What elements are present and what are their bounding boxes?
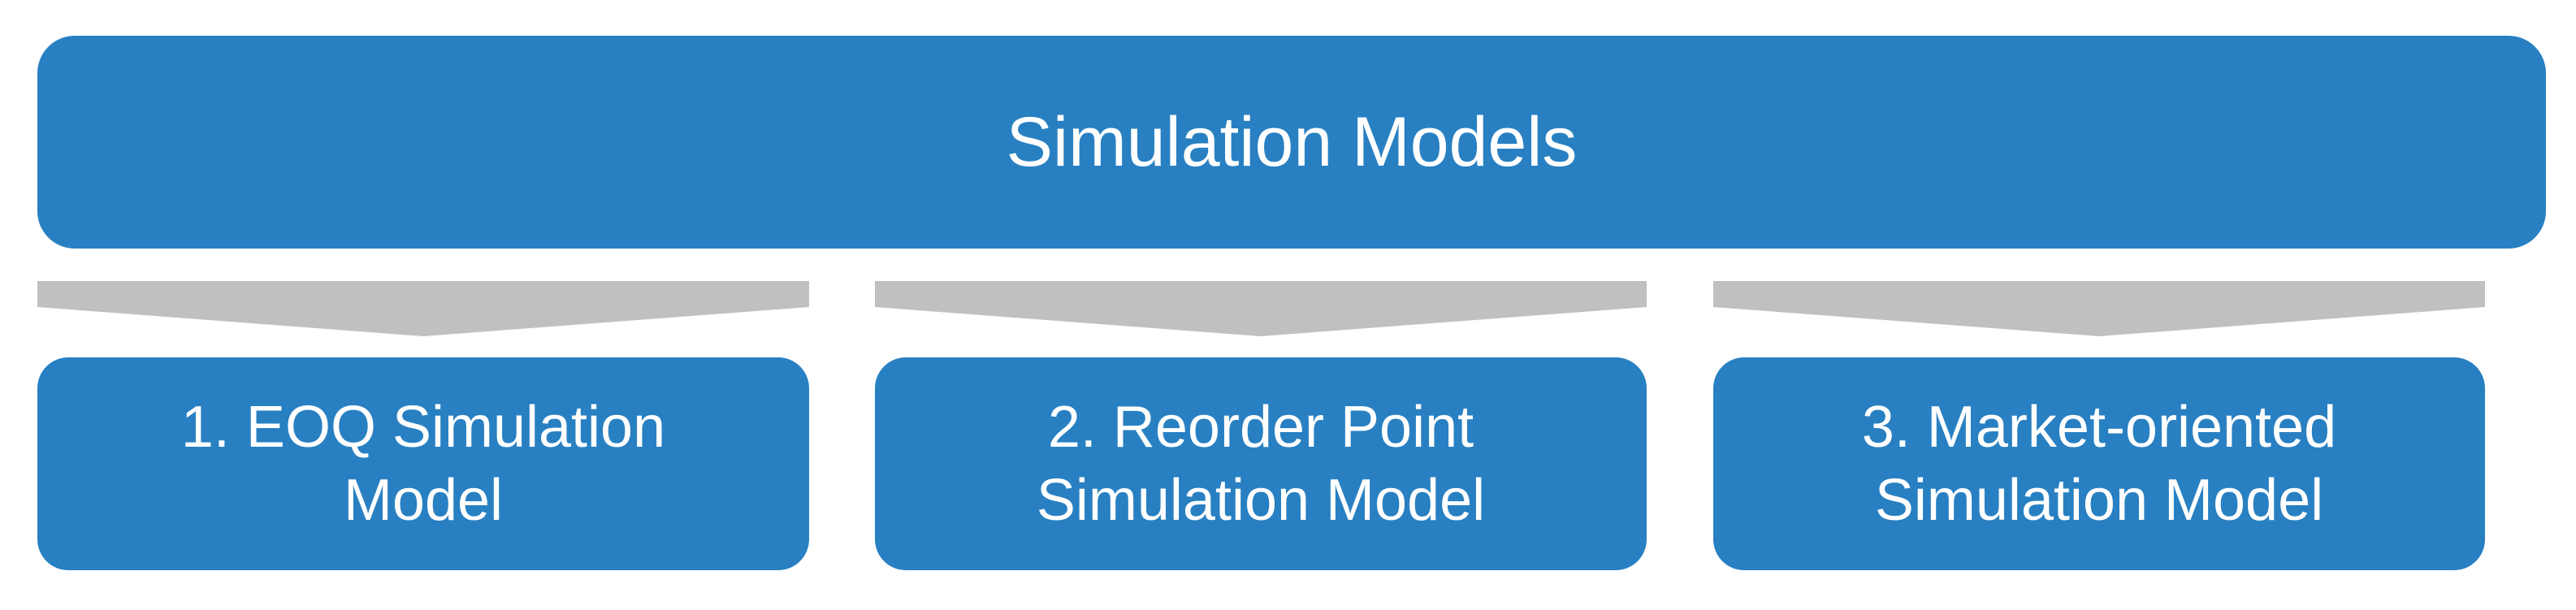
down-chevron-connector-1 <box>37 281 809 336</box>
down-chevron-connector-3 <box>1713 281 2485 336</box>
reorder-label-line-1: 2. Reorder Point <box>1047 395 1474 460</box>
market-oriented-simulation-model-box: 3. Market-oriented Simulation Model <box>1713 357 2485 570</box>
reorder-point-simulation-model-label: 2. Reorder Point Simulation Model <box>1037 391 1485 537</box>
eoq-simulation-model-label: 1. EOQ Simulation Model <box>181 391 665 537</box>
eoq-label-line-2: Model <box>343 468 504 533</box>
market-label-line-2: Simulation Model <box>1874 468 2324 533</box>
eoq-simulation-model-box: 1. EOQ Simulation Model <box>37 357 809 570</box>
reorder-label-line-2: Simulation Model <box>1036 468 1486 533</box>
down-chevron-connector-2 <box>875 281 1647 336</box>
connector-arrow-2 <box>875 281 1647 338</box>
connector-arrow-1 <box>37 281 809 338</box>
market-oriented-simulation-model-label: 3. Market-oriented Simulation Model <box>1862 391 2336 537</box>
eoq-label-line-1: 1. EOQ Simulation <box>180 395 666 460</box>
reorder-point-simulation-model-box: 2. Reorder Point Simulation Model <box>875 357 1647 570</box>
connector-arrow-3 <box>1713 281 2485 338</box>
header-label: Simulation Models <box>1006 102 1578 181</box>
market-label-line-1: 3. Market-oriented <box>1861 395 2337 460</box>
simulation-models-header-box: Simulation Models <box>37 36 2546 249</box>
